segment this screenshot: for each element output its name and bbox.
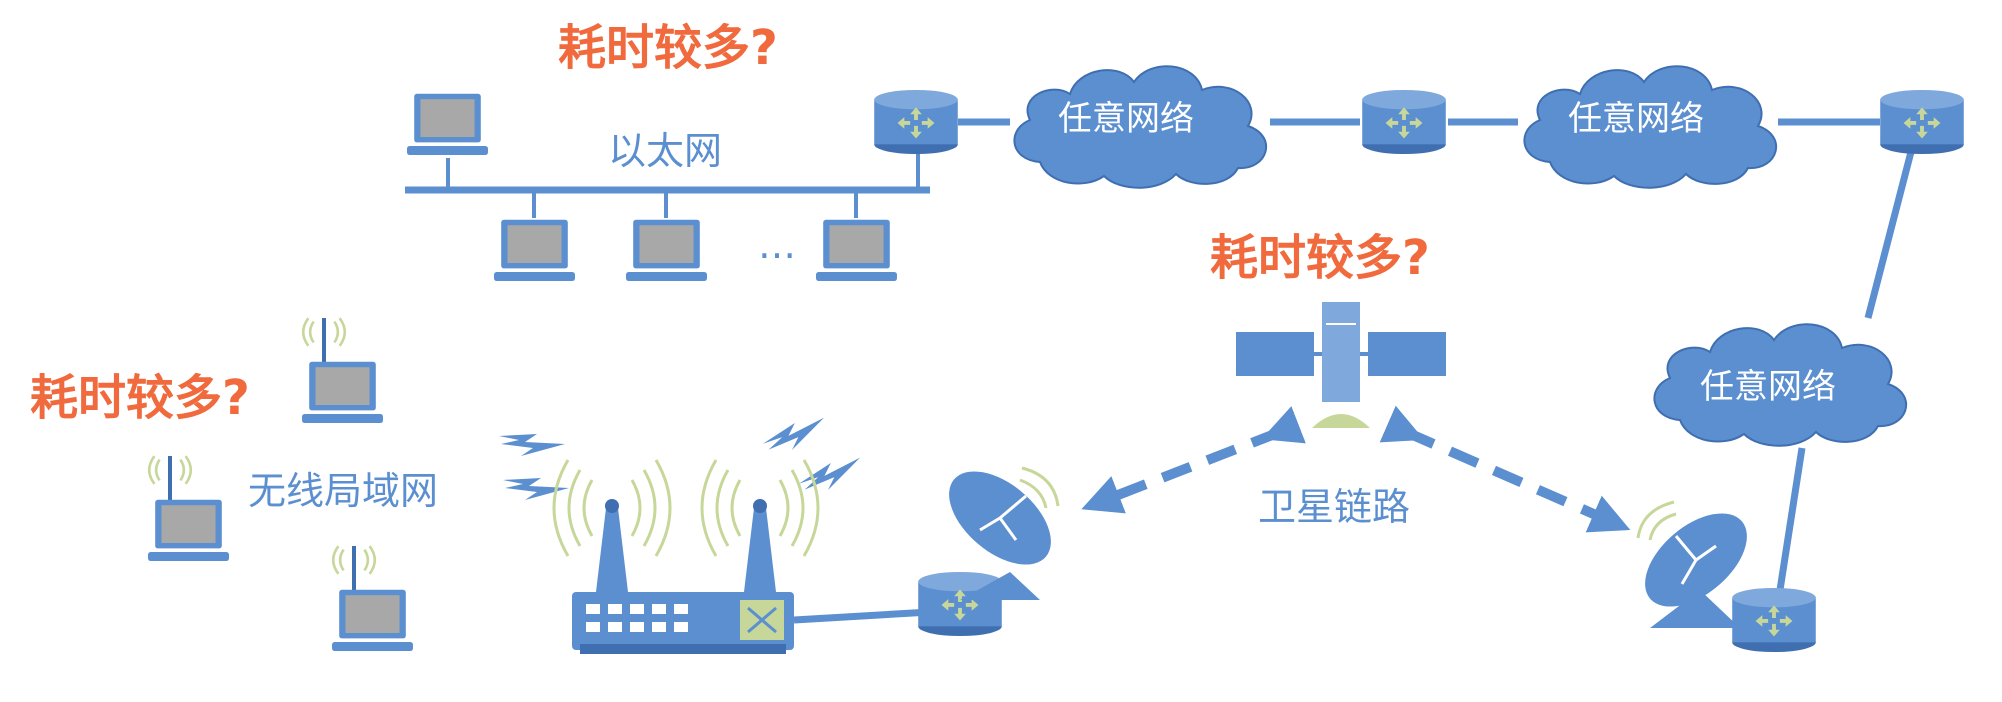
cloud-label: 任意网络 bbox=[1568, 99, 1704, 139]
satellite-link-label: 卫星链路 bbox=[1258, 485, 1410, 529]
laptop-icon bbox=[494, 219, 575, 281]
laptop-icon bbox=[332, 589, 413, 651]
ethernet-ellipsis: … bbox=[758, 223, 796, 267]
satellite-dish-icon bbox=[1636, 500, 1747, 628]
laptop-icon bbox=[626, 219, 707, 281]
router-icon bbox=[874, 89, 958, 155]
ethernet-segment: … 以太网 bbox=[405, 93, 930, 281]
alert-label: 耗时较多? bbox=[30, 370, 250, 426]
laptop-icon bbox=[816, 219, 897, 281]
router-icon bbox=[1362, 89, 1446, 155]
router-icon bbox=[918, 571, 1002, 637]
cloud-label: 任意网络 bbox=[1700, 367, 1836, 407]
alert-label: 耗时较多? bbox=[558, 20, 778, 76]
wireless-ap-icon bbox=[552, 459, 931, 654]
wlan-label: 无线局域网 bbox=[248, 469, 438, 513]
satellite-icon bbox=[1236, 302, 1446, 428]
backbone-links bbox=[958, 118, 1916, 591]
lightning-icon bbox=[499, 434, 565, 456]
laptop-icon bbox=[407, 93, 488, 155]
laptop-icon bbox=[148, 499, 229, 561]
satellite-dish-icon bbox=[949, 466, 1060, 600]
lightning-icon bbox=[761, 408, 831, 462]
lightning-icon bbox=[797, 448, 867, 502]
router-icon bbox=[1880, 89, 1964, 155]
laptop-icon bbox=[302, 361, 383, 423]
ethernet-label: 以太网 bbox=[608, 129, 722, 173]
cloud-label: 任意网络 bbox=[1058, 99, 1194, 139]
router-icon bbox=[1732, 587, 1816, 653]
alert-label: 耗时较多? bbox=[1210, 230, 1430, 286]
wlan-segment: 无线局域网 bbox=[147, 316, 867, 651]
satellite-link-arrows bbox=[1081, 405, 1631, 533]
